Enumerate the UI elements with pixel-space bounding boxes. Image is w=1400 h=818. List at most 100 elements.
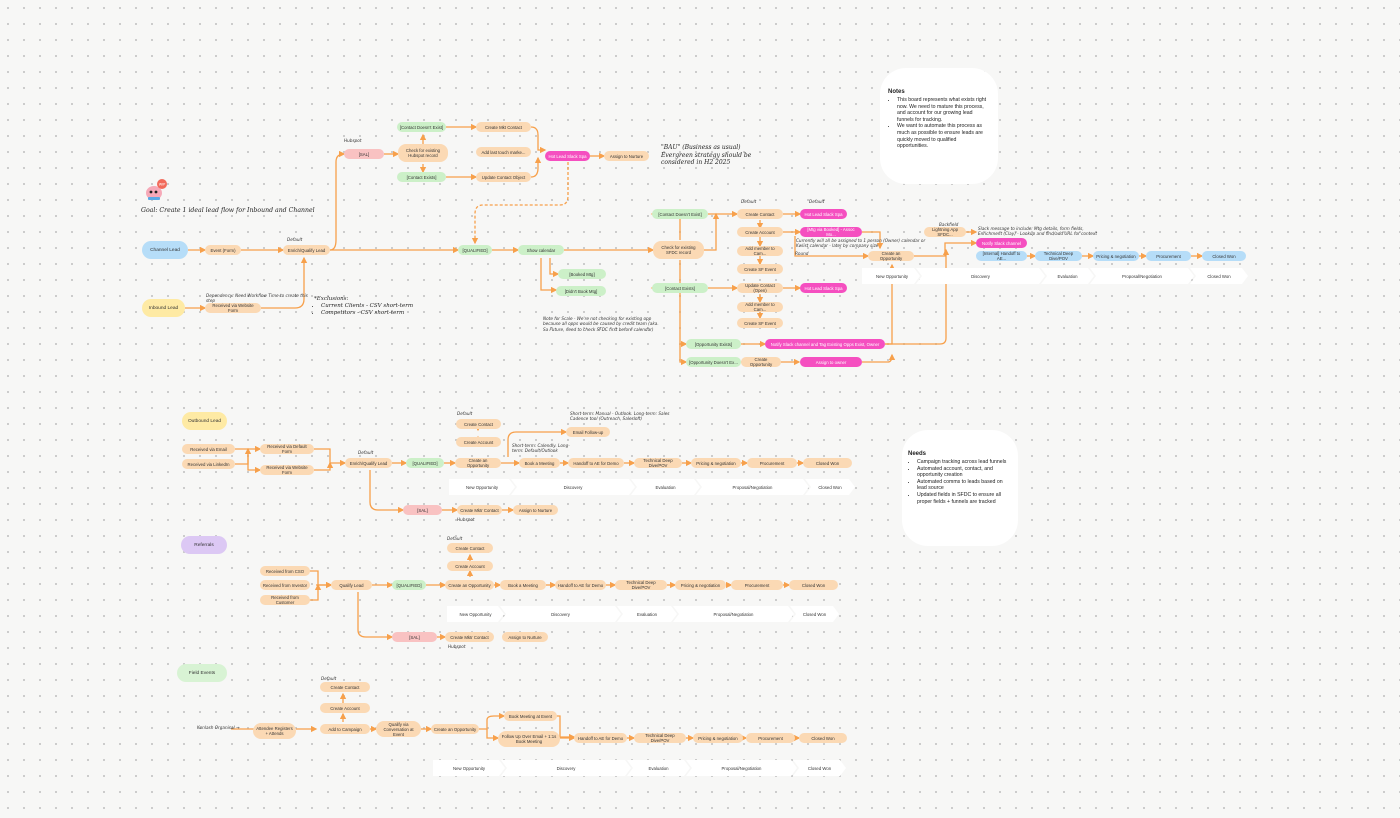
received-website[interactable]: Received via Website Form: [205, 303, 261, 313]
channel-lead[interactable]: Channel Lead: [142, 241, 188, 259]
pipeline-procurement[interactable]: Procurement: [1146, 251, 1191, 261]
pipeline-technical[interactable]: Technical Deep Dive/POV: [1035, 251, 1082, 261]
field-events[interactable]: Field Events: [177, 664, 227, 682]
enrich-qualify[interactable]: Enrich/Qualify Lead: [345, 458, 392, 468]
annotation: Default: [741, 199, 756, 204]
assign-owner[interactable]: Assign to owner: [800, 357, 862, 367]
pricing-negotiation[interactable]: Pricing & negotiation: [691, 458, 741, 468]
notes-card: Notes This board represents what exists …: [880, 68, 998, 184]
create-opportunity[interactable]: Create an Opportunity: [445, 580, 494, 590]
sal-node[interactable]: [SAL]: [403, 505, 442, 515]
add-last-touch[interactable]: Add last touch marke...: [476, 147, 531, 157]
create-account[interactable]: Create Account: [447, 561, 493, 571]
show-calendar[interactable]: Show calendar: [518, 245, 564, 255]
create-opportunity[interactable]: Create an Opportunity: [455, 458, 501, 468]
create-contact[interactable]: Create Contact: [447, 543, 493, 553]
create-contact[interactable]: Create Contact: [456, 419, 501, 429]
create-contact[interactable]: Create Contact: [320, 682, 370, 692]
qualified-node[interactable]: [QUALIFIED]: [458, 245, 492, 255]
inbound-lead[interactable]: Inbound Lead: [142, 299, 185, 317]
create-opportunity[interactable]: Create an Opportunity: [868, 251, 914, 261]
create-account[interactable]: Create Account: [320, 703, 370, 713]
didnt-book-mtg[interactable]: [Didn't Book Mtg]: [556, 286, 606, 296]
contact-doesnt-exist[interactable]: [Contact Doesn't Exist]: [397, 122, 446, 132]
received-website-form[interactable]: Received via Website Form: [260, 465, 314, 475]
update-contact-open[interactable]: Update Contact (Open): [737, 283, 783, 293]
create-sf-event[interactable]: Create SF Event: [737, 318, 783, 328]
received-customer[interactable]: Received from Customer: [260, 595, 310, 605]
contact-exists-sfdc[interactable]: [Contact Exists]: [652, 283, 708, 293]
check-sfdc[interactable]: Check for existing SFDC record: [653, 241, 704, 259]
handoff-ae[interactable]: Handoff to AE for Demo: [574, 733, 627, 743]
update-contact-object[interactable]: Update Contact Object: [476, 172, 531, 182]
technical-deep-dive[interactable]: Technical Deep Dive/POV: [634, 458, 682, 468]
closed-won[interactable]: Closed Won: [789, 580, 838, 590]
qualified-node[interactable]: [QUALIFIED]: [392, 580, 426, 590]
assign-nurture[interactable]: Assign to Nurture: [513, 505, 558, 515]
bau-note: "BAU" (Business as usual) Evergreen stra…: [661, 144, 751, 167]
pipeline-handoff[interactable]: [Internal] Handoff to AE...: [976, 251, 1027, 261]
hot-lead-slack[interactable]: Hot Lead Slack Spa: [545, 151, 590, 161]
check-hubspot[interactable]: Check for existing Hubspot record: [398, 144, 448, 162]
contact-doesnt-exist-sfdc[interactable]: [Contact Doesn't Exist]: [652, 209, 708, 219]
mtg-booked-assoc[interactable]: [Mtg via Booked] - Assoc Mo...: [800, 227, 862, 237]
create-mkt-contact[interactable]: Create Mkt Contact: [476, 122, 531, 132]
outbound-lead[interactable]: Outbound Lead: [182, 412, 227, 430]
procurement[interactable]: Procurement: [731, 580, 783, 590]
qualified-node[interactable]: [QUALIFIED]: [406, 458, 444, 468]
assign-nurture[interactable]: Assign to Nurture: [604, 151, 649, 161]
create-mktr-contact[interactable]: Create Mktr Contact: [445, 632, 494, 642]
opportunity-doesnt-exist[interactable]: [Opportunity Doesn't Ex...: [686, 357, 741, 367]
book-meeting[interactable]: Book a Meeting: [500, 580, 546, 590]
closed-won[interactable]: Closed Won: [803, 458, 852, 468]
create-account[interactable]: Create Account: [456, 437, 501, 447]
contact-exists[interactable]: [Contact Exists]: [397, 172, 446, 182]
referrals[interactable]: Referrals: [181, 536, 227, 554]
pricing-negotiation[interactable]: Pricing & negotiation: [693, 733, 743, 743]
hot-lead-slack[interactable]: Hot Lead Slack Spa: [800, 283, 847, 293]
qualify-lead[interactable]: Qualify Lead: [331, 580, 372, 590]
attendee-registers[interactable]: Attendee Registers + Attends: [253, 723, 296, 739]
sal-node[interactable]: [SAL]: [344, 149, 384, 159]
pipeline-pricing[interactable]: Pricing & negotiation: [1093, 251, 1139, 261]
notify-slack[interactable]: Notify Slack channel: [976, 238, 1027, 248]
closed-won[interactable]: Closed Won: [799, 733, 847, 743]
qualify-conversation[interactable]: Qualify via Conversation at Event: [376, 721, 421, 737]
opportunity-exists[interactable]: [Opportunity Exists]: [686, 339, 741, 349]
event-form[interactable]: Event (Form): [205, 245, 241, 255]
assign-nurture[interactable]: Assign to Nurture: [502, 632, 548, 642]
lightning-app[interactable]: Lightning App SFDC...: [924, 227, 966, 237]
pipeline-closed-won[interactable]: Closed Won: [1202, 251, 1246, 261]
create-sf-event[interactable]: Create SF Event: [737, 264, 783, 274]
follow-up-email[interactable]: Follow Up Over Email + 1:1s Book Meeting: [498, 731, 560, 747]
received-email[interactable]: Received via Email: [182, 444, 235, 454]
technical-deep-dive[interactable]: Technical Deep Dive/POV: [634, 733, 686, 743]
procurement[interactable]: Procurement: [747, 458, 797, 468]
received-linkedin[interactable]: Received via LinkedIn: [182, 459, 235, 469]
handoff-ae[interactable]: Handoff to AE for Demo: [568, 458, 624, 468]
booked-mtg[interactable]: [Booked Mtg]: [558, 269, 606, 279]
create-contact[interactable]: Create Contact: [737, 209, 783, 219]
add-member-campaign[interactable]: Add member to Cam...: [737, 302, 783, 312]
hot-lead-slack[interactable]: Hot Lead Slack Spa: [800, 209, 847, 219]
create-opportunity[interactable]: Create Opportunity: [741, 357, 781, 367]
create-opportunity[interactable]: Create an Opportunity: [431, 724, 479, 734]
book-meeting-event[interactable]: Book Meeting at Event: [504, 711, 557, 721]
received-investor[interactable]: Received from Investor: [260, 580, 310, 590]
sal-node[interactable]: [SAL]: [392, 632, 437, 642]
enrich-qualify[interactable]: Enrich/Qualify Lead: [283, 245, 330, 255]
received-default-form[interactable]: Received via Default Form: [260, 444, 314, 454]
add-member-campaign[interactable]: Add member to Cam...: [737, 246, 783, 256]
create-mktr-contact[interactable]: Create Mktr Contact: [457, 505, 502, 515]
technical-deep-dive[interactable]: Technical Deep Dive/POV: [615, 580, 667, 590]
procurement[interactable]: Procurement: [746, 733, 795, 743]
notify-slack-opp[interactable]: Notify Slack channel and Tag Existing Op…: [765, 339, 885, 349]
create-account[interactable]: Create Account: [737, 227, 783, 237]
add-to-campaign[interactable]: Add to Campaign: [320, 724, 370, 734]
received-cso[interactable]: Received from CSO: [260, 566, 310, 576]
pricing-negotiation[interactable]: Pricing & negotiation: [675, 580, 726, 590]
handoff-ae[interactable]: Handoff to AE for Demo: [555, 580, 606, 590]
book-meeting[interactable]: Book a Meeting: [519, 458, 560, 468]
email-follow-up[interactable]: Email Follow-up: [566, 427, 610, 437]
